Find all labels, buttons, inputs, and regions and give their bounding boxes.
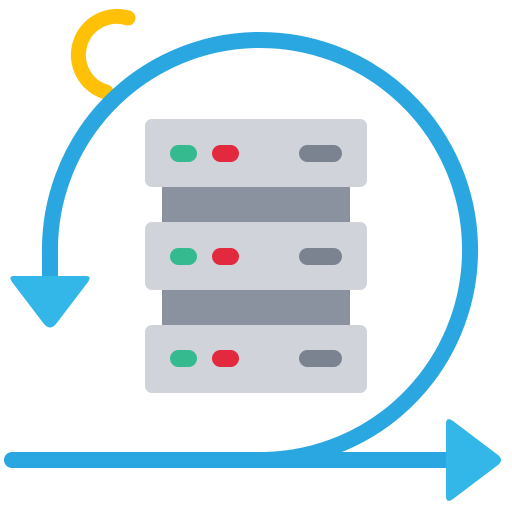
server-unit-bottom	[145, 325, 367, 393]
rack-gap-lower	[162, 286, 350, 328]
sun-arc-icon	[70, 8, 136, 100]
status-led-red	[212, 145, 239, 162]
server-rack-icon	[145, 119, 367, 393]
status-led-green	[170, 145, 197, 162]
arrow-right-icon	[446, 419, 501, 501]
server-unit-middle	[145, 222, 367, 290]
cycle-loop-line	[41, 32, 478, 468]
drive-slot	[299, 350, 342, 367]
status-led-green	[170, 248, 197, 265]
status-led-red	[212, 350, 239, 367]
rack-gap-upper	[162, 184, 350, 226]
status-led-red	[212, 248, 239, 265]
server-unit-top	[145, 119, 367, 187]
drive-slot	[299, 145, 342, 162]
drive-slot	[299, 248, 342, 265]
arrow-down-icon	[10, 276, 90, 328]
status-led-green	[170, 350, 197, 367]
